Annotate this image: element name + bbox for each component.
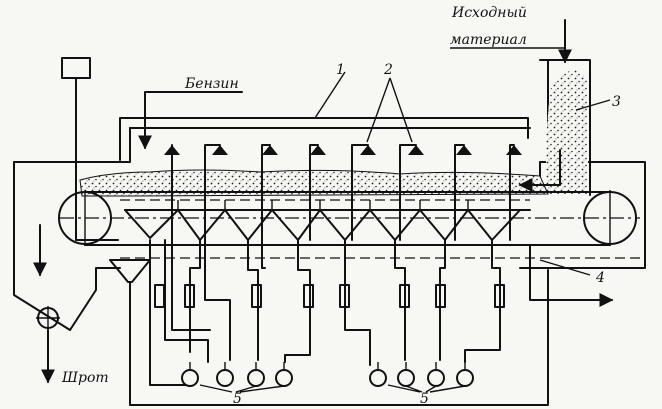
solvent-label: Бензин <box>184 76 239 92</box>
callout-4: 4 <box>595 270 605 286</box>
conveyor-belt-4 <box>58 190 640 259</box>
circulation-pumps-5 <box>181 362 474 393</box>
spray-nozzles-2 <box>164 77 522 155</box>
callout-1: 1 <box>336 62 345 78</box>
feed-label-line2: материал <box>450 32 527 48</box>
collection-hoppers <box>124 200 531 241</box>
material-flow-arrow <box>518 149 561 192</box>
leader-4 <box>539 259 591 276</box>
solvent-line-1 <box>119 71 529 161</box>
flowmeters <box>154 284 505 308</box>
miscella-outlet-arrow <box>529 244 614 307</box>
feed-label-line1: Исходный <box>451 5 527 21</box>
leader-3 <box>575 99 611 111</box>
callout-5b: 5 <box>420 391 429 407</box>
feed-hopper-3 <box>450 19 591 196</box>
meal-label: Шрот <box>61 370 109 386</box>
material-bed <box>79 169 549 197</box>
callout-2: 2 <box>383 62 393 78</box>
left-outlet <box>33 57 549 406</box>
callout-5a: 5 <box>233 391 242 407</box>
callout-3: 3 <box>612 94 621 110</box>
